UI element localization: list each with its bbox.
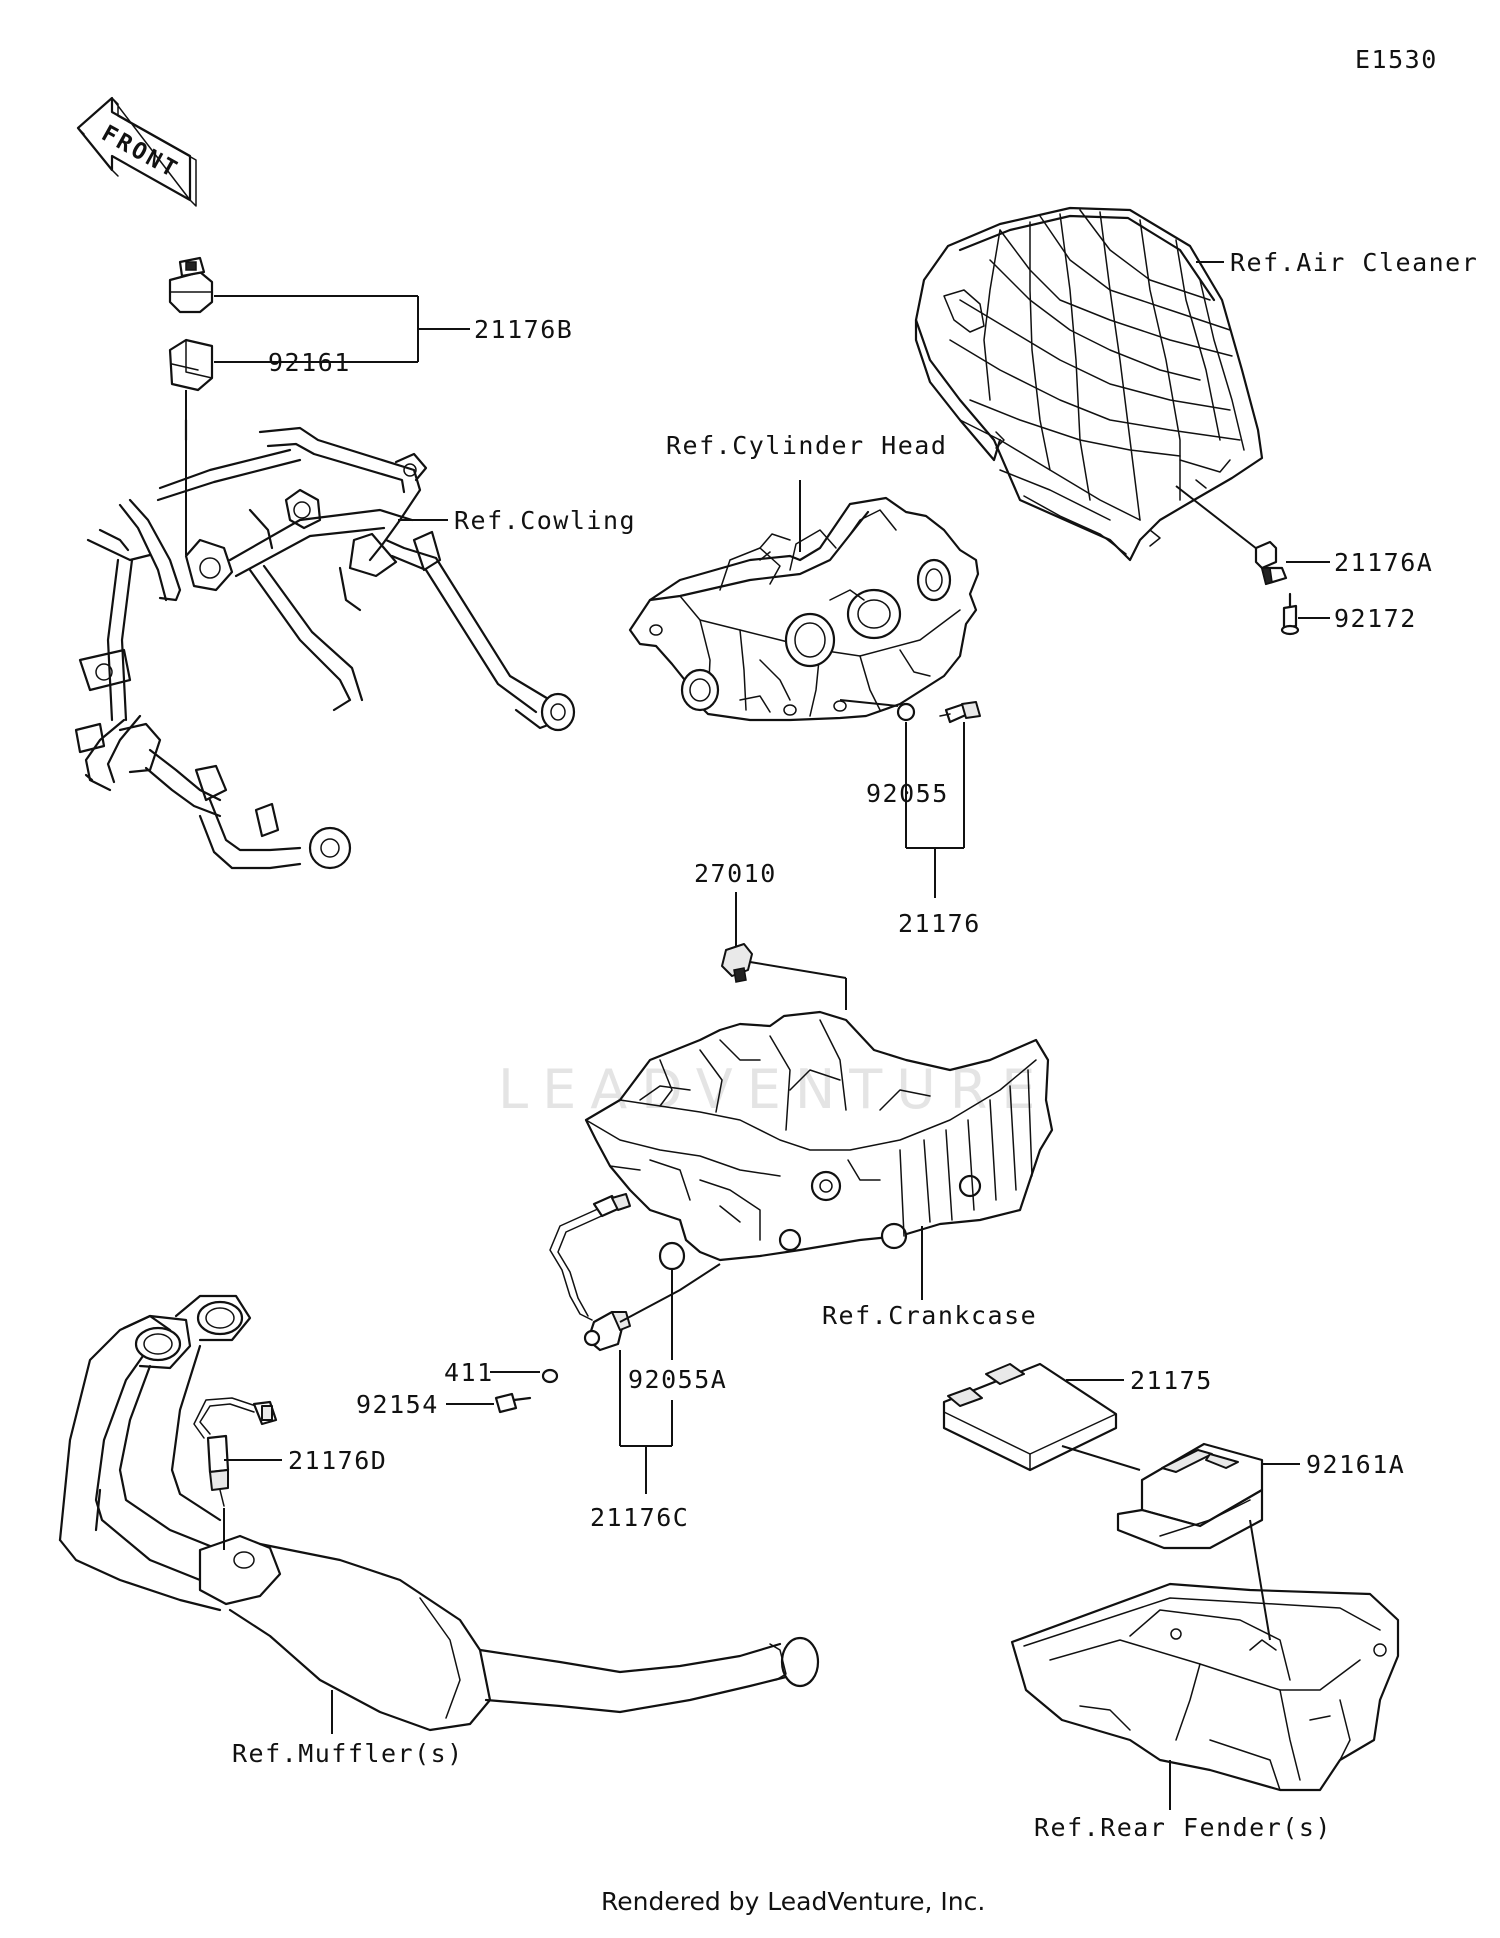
diagram-code: E1530 [1355,45,1438,74]
label-21176D: 21176D [288,1446,387,1475]
label-92161A: 92161A [1306,1450,1405,1479]
muffler-part [58,1294,820,1732]
cowling-stay-part [74,418,576,870]
label-92055A: 92055A [628,1365,727,1394]
sensor-21176D-part [193,1397,278,1507]
oring-92055A-part [658,1241,686,1271]
front-arrow-icon: FRONT [76,96,197,207]
holder-92161-part [168,338,214,392]
label-21176: 21176 [898,909,981,938]
cylinder-head-part [628,496,980,722]
label-ref-cylinder-head: Ref.Cylinder Head [666,431,947,460]
oring-92055-part [896,702,916,722]
switch-27010-part [721,943,753,983]
label-ref-crankcase: Ref.Crankcase [822,1301,1037,1330]
ecu-21175-part [942,1362,1118,1472]
label-21176B: 21176B [474,315,573,344]
footer-credit: Rendered by LeadVenture, Inc. [601,1887,985,1916]
label-92161: 92161 [268,348,351,377]
sensor-21176B-part [168,256,214,314]
label-92154: 92154 [356,1390,439,1419]
label-ref-rear-fender: Ref.Rear Fender(s) [1034,1813,1332,1842]
washer-411-part [541,1368,559,1384]
label-21176A: 21176A [1334,548,1433,577]
label-ref-muffler: Ref.Muffler(s) [232,1739,464,1768]
crankcase-part [584,1010,1054,1262]
label-ref-cowling: Ref.Cowling [454,506,636,535]
screw-92172-part [1280,592,1300,636]
label-21176C: 21176C [590,1503,689,1532]
label-92055: 92055 [866,779,949,808]
label-27010: 27010 [694,859,777,888]
label-411: 411 [444,1358,494,1387]
watermark: LEADVENTURE [498,1058,1049,1121]
bolt-92154-part [494,1392,532,1414]
air-cleaner-part [914,206,1264,562]
label-92172: 92172 [1334,604,1417,633]
sensor-21176-part [939,701,981,724]
label-21175: 21175 [1130,1366,1213,1395]
sensor-21176A-part [1254,540,1288,586]
rear-fender-part [1010,1582,1400,1792]
label-ref-air-cleaner: Ref.Air Cleaner [1230,248,1478,277]
holder-92161A-part [1116,1442,1264,1550]
sensor-21176C-part [549,1193,631,1352]
